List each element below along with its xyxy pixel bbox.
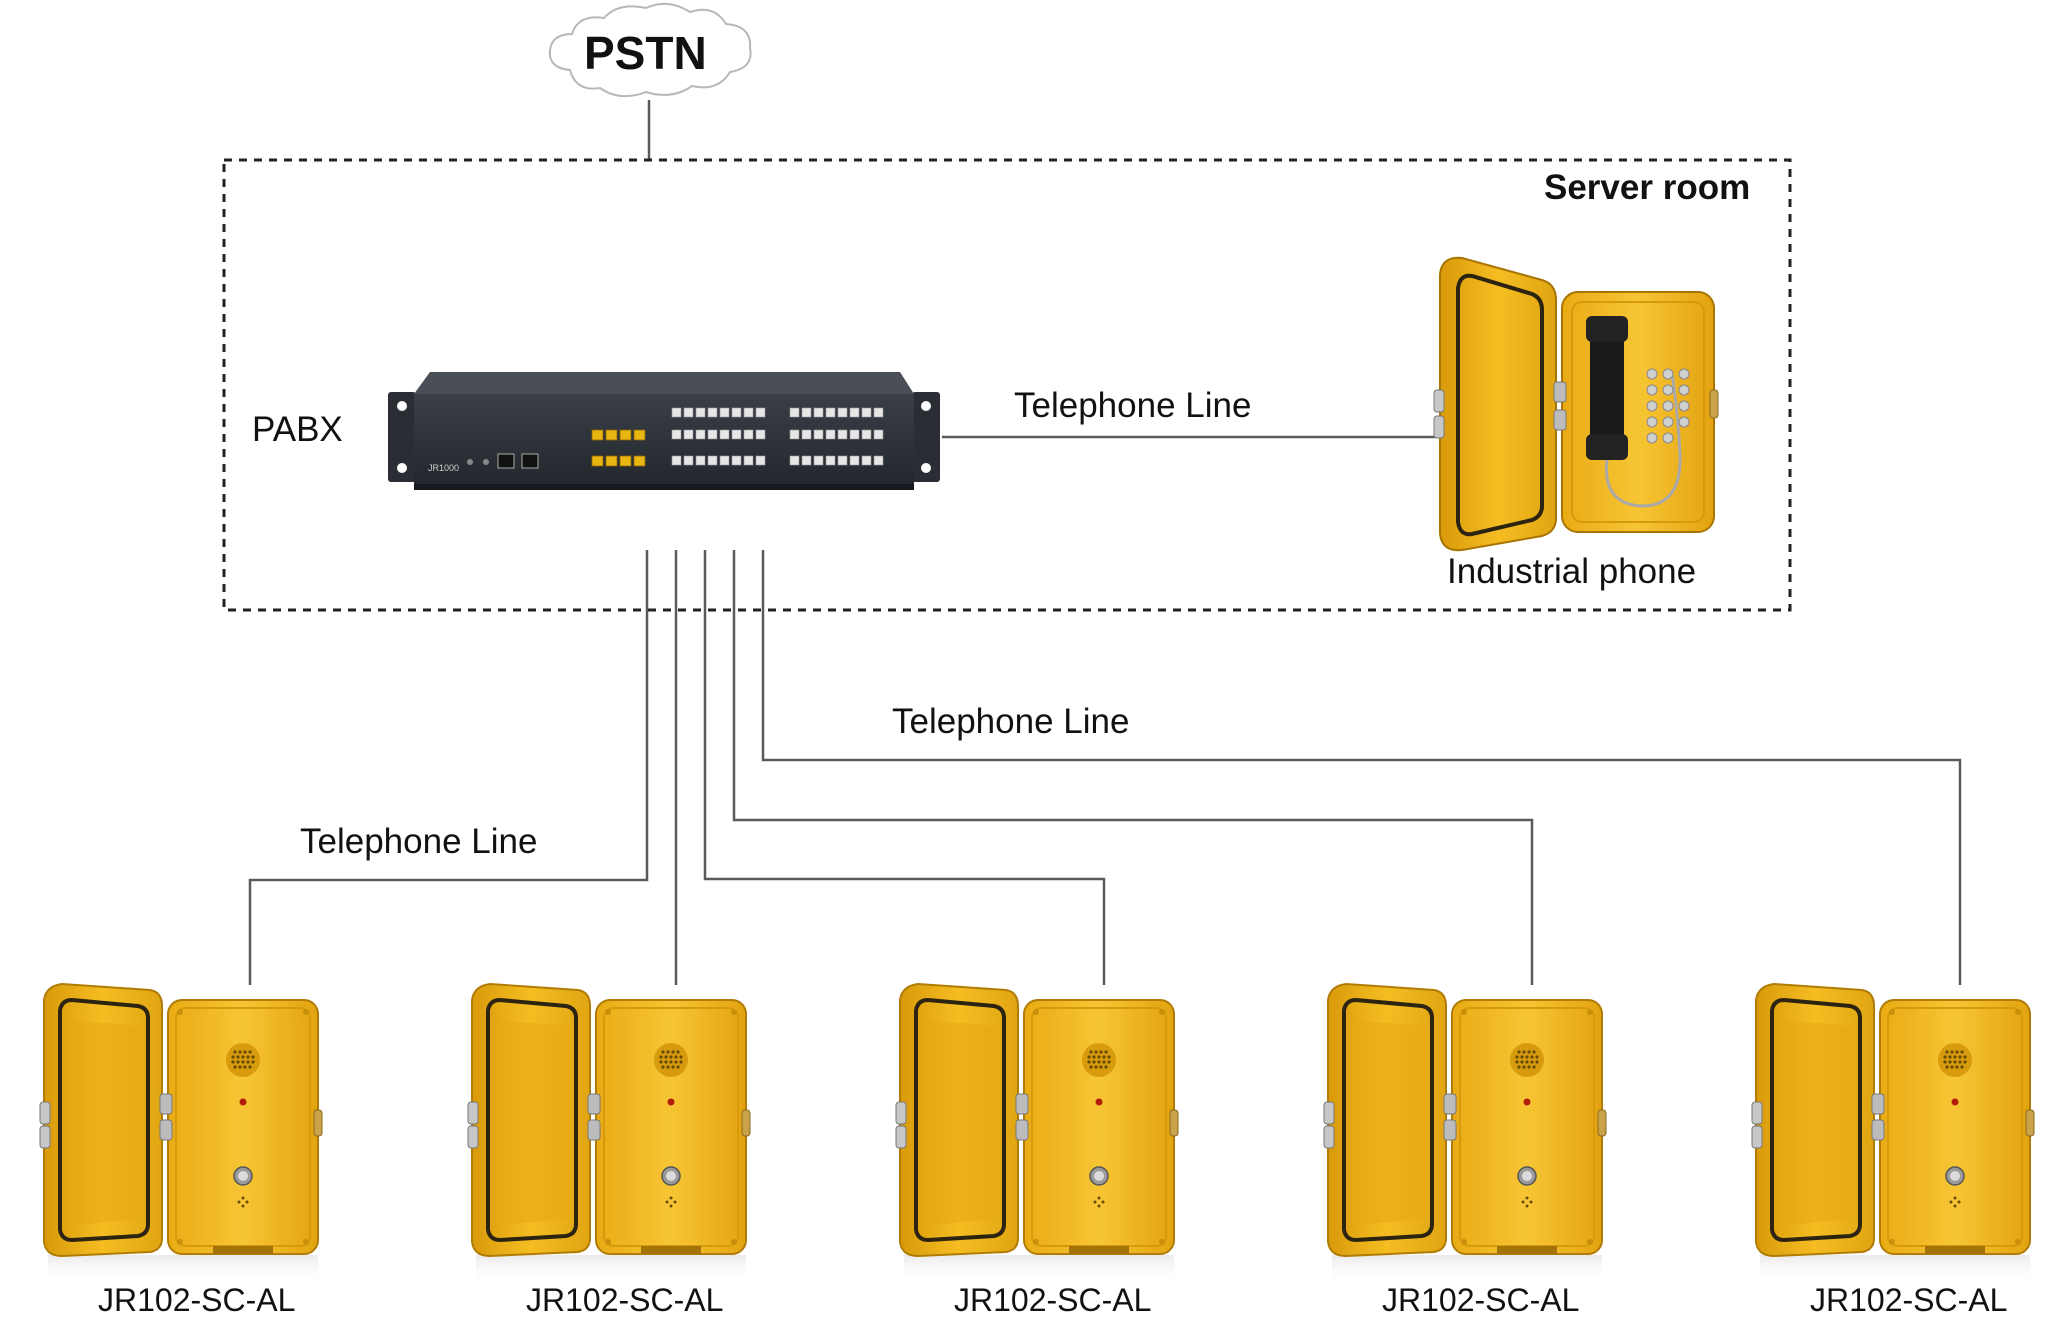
pstn-cloud [548,2,752,98]
phone-4-model-label: JR102-SC-AL [1382,1282,1580,1318]
telephone-line-left-label: Telephone Line [300,822,538,861]
pstn-label: PSTN [584,27,707,79]
phone-2-model-label: JR102-SC-AL [526,1282,724,1318]
pabx-device [388,372,940,490]
industrial-phone-label: Industrial phone [1447,552,1697,591]
phone-1-model-label: JR102-SC-AL [98,1282,296,1318]
server-room-boundary [222,158,1792,612]
connection-lines [248,100,1962,985]
server-room-title: Server room [1544,168,1751,207]
emergency-phone-1 [38,982,324,1287]
line-to-phone-3 [703,550,1106,985]
emergency-phone-4 [1322,982,1608,1287]
pabx-model-label: JR1000 [428,463,460,473]
emergency-phone-3 [894,982,1180,1287]
pabx-label: PABX [252,410,343,449]
line-to-phone-4 [732,550,1534,985]
line-to-phone-1 [248,550,649,985]
telephone-line-right-label: Telephone Line [892,702,1130,741]
industrial-phone [1433,256,1719,552]
phone-3-model-label: JR102-SC-AL [954,1282,1152,1318]
phone-5-model-label: JR102-SC-AL [1810,1282,2008,1318]
line-to-phone-5 [761,550,1962,985]
emergency-phone-5 [1750,982,2036,1287]
emergency-phone-2 [466,982,752,1287]
server-room-telephone-line-label: Telephone Line [1014,386,1252,425]
